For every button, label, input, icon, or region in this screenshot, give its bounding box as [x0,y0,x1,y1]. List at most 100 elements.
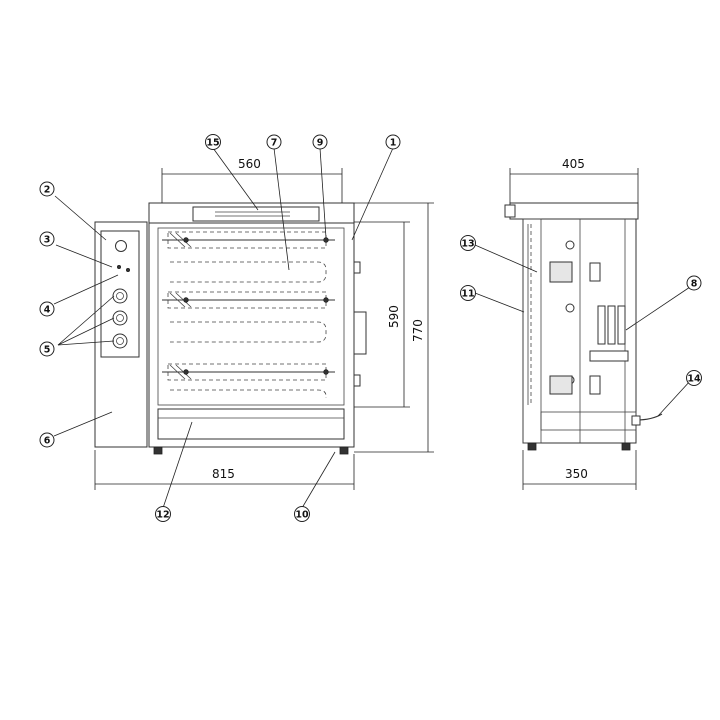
leader-6 [53,411,113,437]
svg-text:9: 9 [317,138,324,149]
spit-2-basket [167,291,327,309]
leader-2 [54,195,107,241]
callout-7: 7 [266,134,282,150]
side-motor-3 [549,375,573,395]
leader-7 [273,147,290,271]
side-fitting-1 [353,261,361,274]
callout-4: 4 [39,301,55,317]
dim-405-label: 405 [562,157,585,171]
callout-2: 2 [39,181,55,197]
knob-3 [112,333,128,349]
knob-1 [112,288,128,304]
spit-3-hub-left [183,369,189,375]
indicator-dot-upper [117,264,122,269]
spit-1-hatch-a [169,232,186,248]
leader-1 [351,147,394,241]
svg-text:7: 7 [271,138,278,149]
callout-10: 10 [294,506,310,522]
side-spit-mechanisms [549,240,629,395]
spit-1-hub-right [323,237,329,243]
front-view: 560 590 770 815 [94,157,434,490]
side-rail-c [617,305,626,345]
side-bar [589,350,629,362]
side-top-cover [509,202,639,220]
svg-text:5: 5 [44,345,51,356]
spit-3-basket [167,363,327,381]
svg-text:8: 8 [691,279,698,290]
side-motor-1 [549,261,573,283]
leader-9 [319,147,327,239]
callout-1: 1 [385,134,401,150]
side-bracket [504,204,516,218]
svg-text:4: 4 [44,305,51,316]
side-rail-b [607,305,616,345]
knob-1-inner [116,292,124,300]
spit-2-hub-right [323,297,329,303]
dim-590-label: 590 [387,305,401,328]
indicator-ring [115,240,127,252]
callout-12: 12 [155,506,171,522]
svg-text:14: 14 [687,374,701,385]
leader-10 [301,451,336,509]
leader-15 [212,147,259,211]
leader-13 [474,244,538,273]
spit-1-basket [167,231,327,249]
callout-15: 15 [205,134,221,150]
leader-12 [162,421,193,509]
spit-2-hatch-a [169,292,186,308]
svg-text:2: 2 [44,185,51,196]
top-vent [192,206,320,222]
callout-8: 8 [686,275,702,291]
svg-text:6: 6 [44,436,51,447]
door-handle [353,311,367,355]
indicator-dot-lower [126,267,131,272]
svg-text:10: 10 [295,510,309,521]
side-fitting-2 [353,374,361,387]
side-foot-rear [621,442,631,451]
leader-11 [474,292,525,313]
callout-5: 5 [39,341,55,357]
spit-2-hub-left [183,297,189,303]
side-body [522,218,637,444]
leader-3 [55,244,113,268]
svg-text:1: 1 [390,138,397,149]
leader-8 [625,286,691,331]
spit-3-hub-right [323,369,329,375]
spit-3-hatch-a [169,364,186,380]
dim-815-label: 815 [212,467,235,481]
knob-3-inner [116,337,124,345]
dim-560-label: 560 [238,157,261,171]
foot-left [153,446,163,455]
leader-14 [657,379,692,417]
foot-right [339,446,349,455]
side-foot-front [527,442,537,451]
callout-3: 3 [39,231,55,247]
dim-770-label: 770 [411,319,425,342]
callout-9: 9 [312,134,328,150]
side-gear-1 [589,262,601,282]
side-spit-1 [565,240,575,250]
callout-13: 13 [460,235,476,251]
spits [162,231,335,381]
callouts: 1 2 3 4 5 6 7 8 9 10 11 12 13 14 15 [39,134,702,522]
dim-350-label: 350 [565,467,588,481]
side-view: 405 350 [504,157,663,490]
callout-14: 14 [686,370,702,386]
callout-6: 6 [39,432,55,448]
spit-1-hub-left [183,237,189,243]
svg-text:13: 13 [461,239,474,250]
side-rail-a [597,305,606,345]
heating-element [170,261,327,398]
svg-text:12: 12 [156,510,169,521]
leader-5a [57,295,115,346]
leader-4 [53,274,119,305]
svg-text:3: 3 [44,235,51,246]
svg-text:11: 11 [461,289,474,300]
cable-gland [631,415,641,426]
drip-tray [157,408,345,440]
callout-11: 11 [460,285,476,301]
knob-2 [112,310,128,326]
glass-window [157,227,345,406]
leader-5c [57,340,115,346]
